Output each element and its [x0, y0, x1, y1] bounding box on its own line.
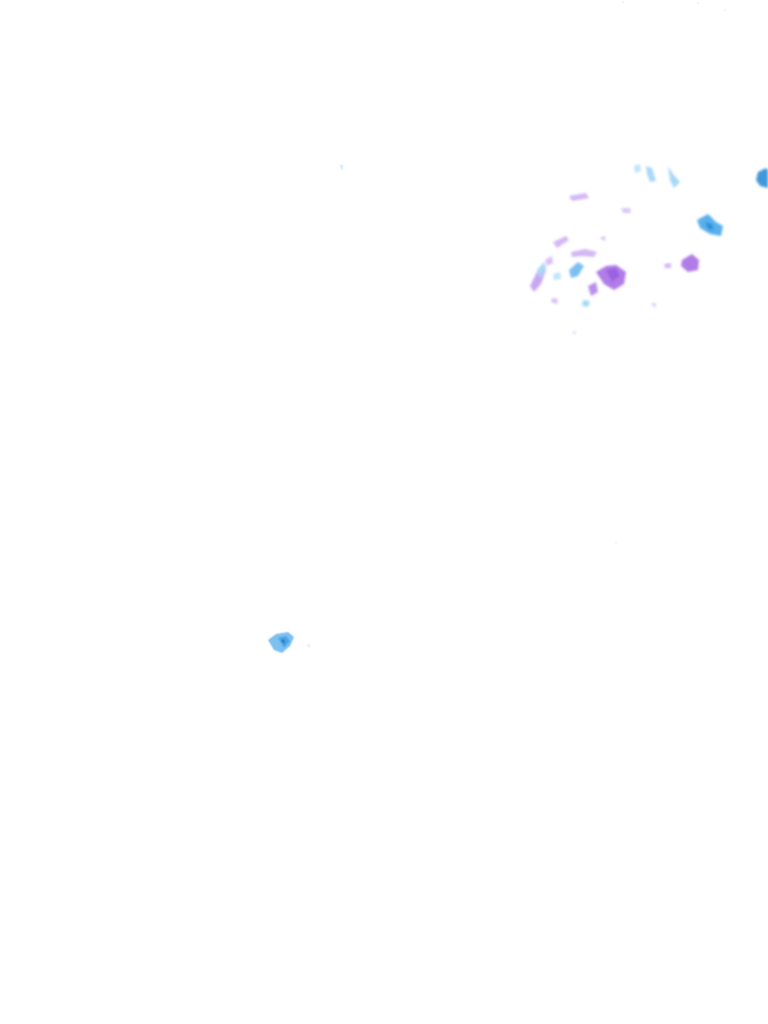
echo-cell [281, 639, 285, 644]
echo-cell [681, 254, 699, 272]
echo-cell [569, 262, 584, 278]
echo-cell [551, 298, 558, 304]
echo-speck [622, 1, 624, 3]
echo-cell [621, 208, 631, 213]
echo-cell [553, 236, 569, 248]
echo-cell [646, 166, 656, 182]
precipitation-cluster-northeast [530, 164, 768, 335]
echo-speck [724, 9, 726, 11]
echo-cell [545, 256, 553, 266]
precipitation-cluster-west [268, 165, 343, 653]
echo-cell [606, 268, 620, 282]
faint-specks [615, 1, 726, 544]
echo-cell [582, 300, 590, 307]
echo-cell [307, 644, 310, 648]
echo-cell [705, 222, 714, 230]
echo-cell [634, 164, 641, 173]
echo-cell [756, 168, 768, 188]
echo-speck [697, 2, 699, 4]
echo-cell [537, 262, 546, 278]
echo-cell [553, 272, 561, 280]
echo-cell [572, 331, 576, 335]
echo-cell [340, 165, 343, 171]
echo-cell [600, 236, 605, 241]
echo-speck [615, 542, 617, 544]
echo-cell [569, 193, 589, 201]
echo-cell [571, 249, 597, 257]
echo-cell [668, 166, 680, 188]
echo-cell [588, 282, 598, 296]
echo-cell [664, 263, 671, 268]
echo-cell [651, 303, 656, 308]
